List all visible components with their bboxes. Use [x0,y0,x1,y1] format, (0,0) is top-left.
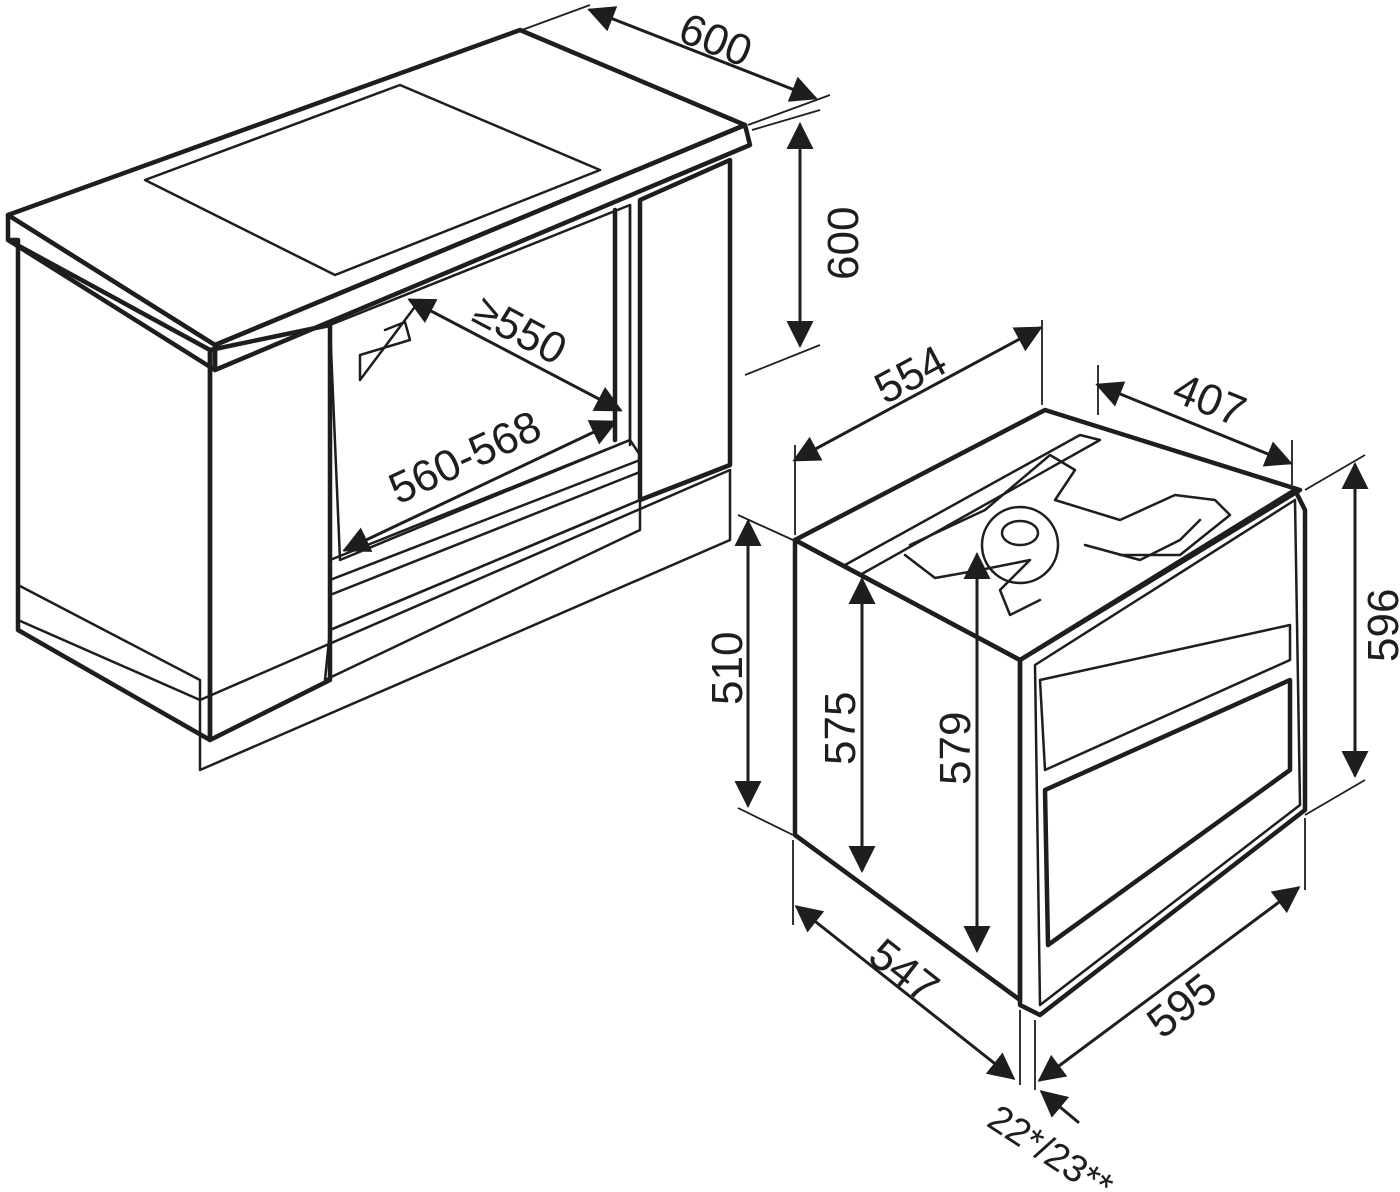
cabinet-dimensions: 600 600 ≥550 560-568 [342,4,868,552]
oven-front [1017,487,1308,1018]
dim-inner-height: 579 [931,712,980,785]
cabinet-left-front-panel [207,322,333,743]
dim-line-oven-depth-top [792,326,1043,462]
oven-dimensions: 554 407 596 510 575 579 547 595 22*/23 [703,320,1400,1192]
dim-front-height: 596 [1359,589,1400,662]
cooktop [143,83,602,277]
oven [792,407,1308,1018]
dim-niche-width: 560-568 [382,401,549,514]
kitchen-cabinet [5,27,753,772]
heating-element-icon [903,453,1232,617]
worktop-right-edge [212,122,753,373]
dim-top-panel-depth: 407 [1166,364,1252,437]
dim-body-height: 510 [703,632,752,705]
dim-line-body-depth [794,905,1016,1080]
dim-line-niche-width [342,420,618,552]
dim-niche-height: 575 [816,692,865,765]
dim-body-depth: 547 [860,929,948,1013]
cabinet-left-side [5,237,213,743]
worktop-front-edge [5,212,218,373]
oven-door-window [1042,677,1293,948]
dim-line-top-panel-depth [1095,381,1293,467]
dim-niche-depth: ≥550 [465,286,574,375]
dim-oven-depth-top: 554 [867,336,955,414]
heating-element-hub [1000,519,1040,547]
dim-worktop-depth: 600 [672,4,758,77]
dim-front-width: 595 [1138,964,1226,1048]
dim-line-front-width [1037,886,1301,1082]
dim-worktop-height: 600 [819,207,868,280]
cabinet-right-front-panel [637,157,733,503]
dim-line-front-thickness [1039,1090,1080,1124]
cabinet-plinth [16,468,732,772]
dim-line-worktop-depth [587,6,818,102]
oven-control-panel [1038,623,1292,772]
dim-front-thickness: 22*/23** [980,1097,1120,1192]
dim-line-niche-depth [407,298,623,412]
niche-base [323,498,642,682]
oven-top-strip [843,433,1102,577]
